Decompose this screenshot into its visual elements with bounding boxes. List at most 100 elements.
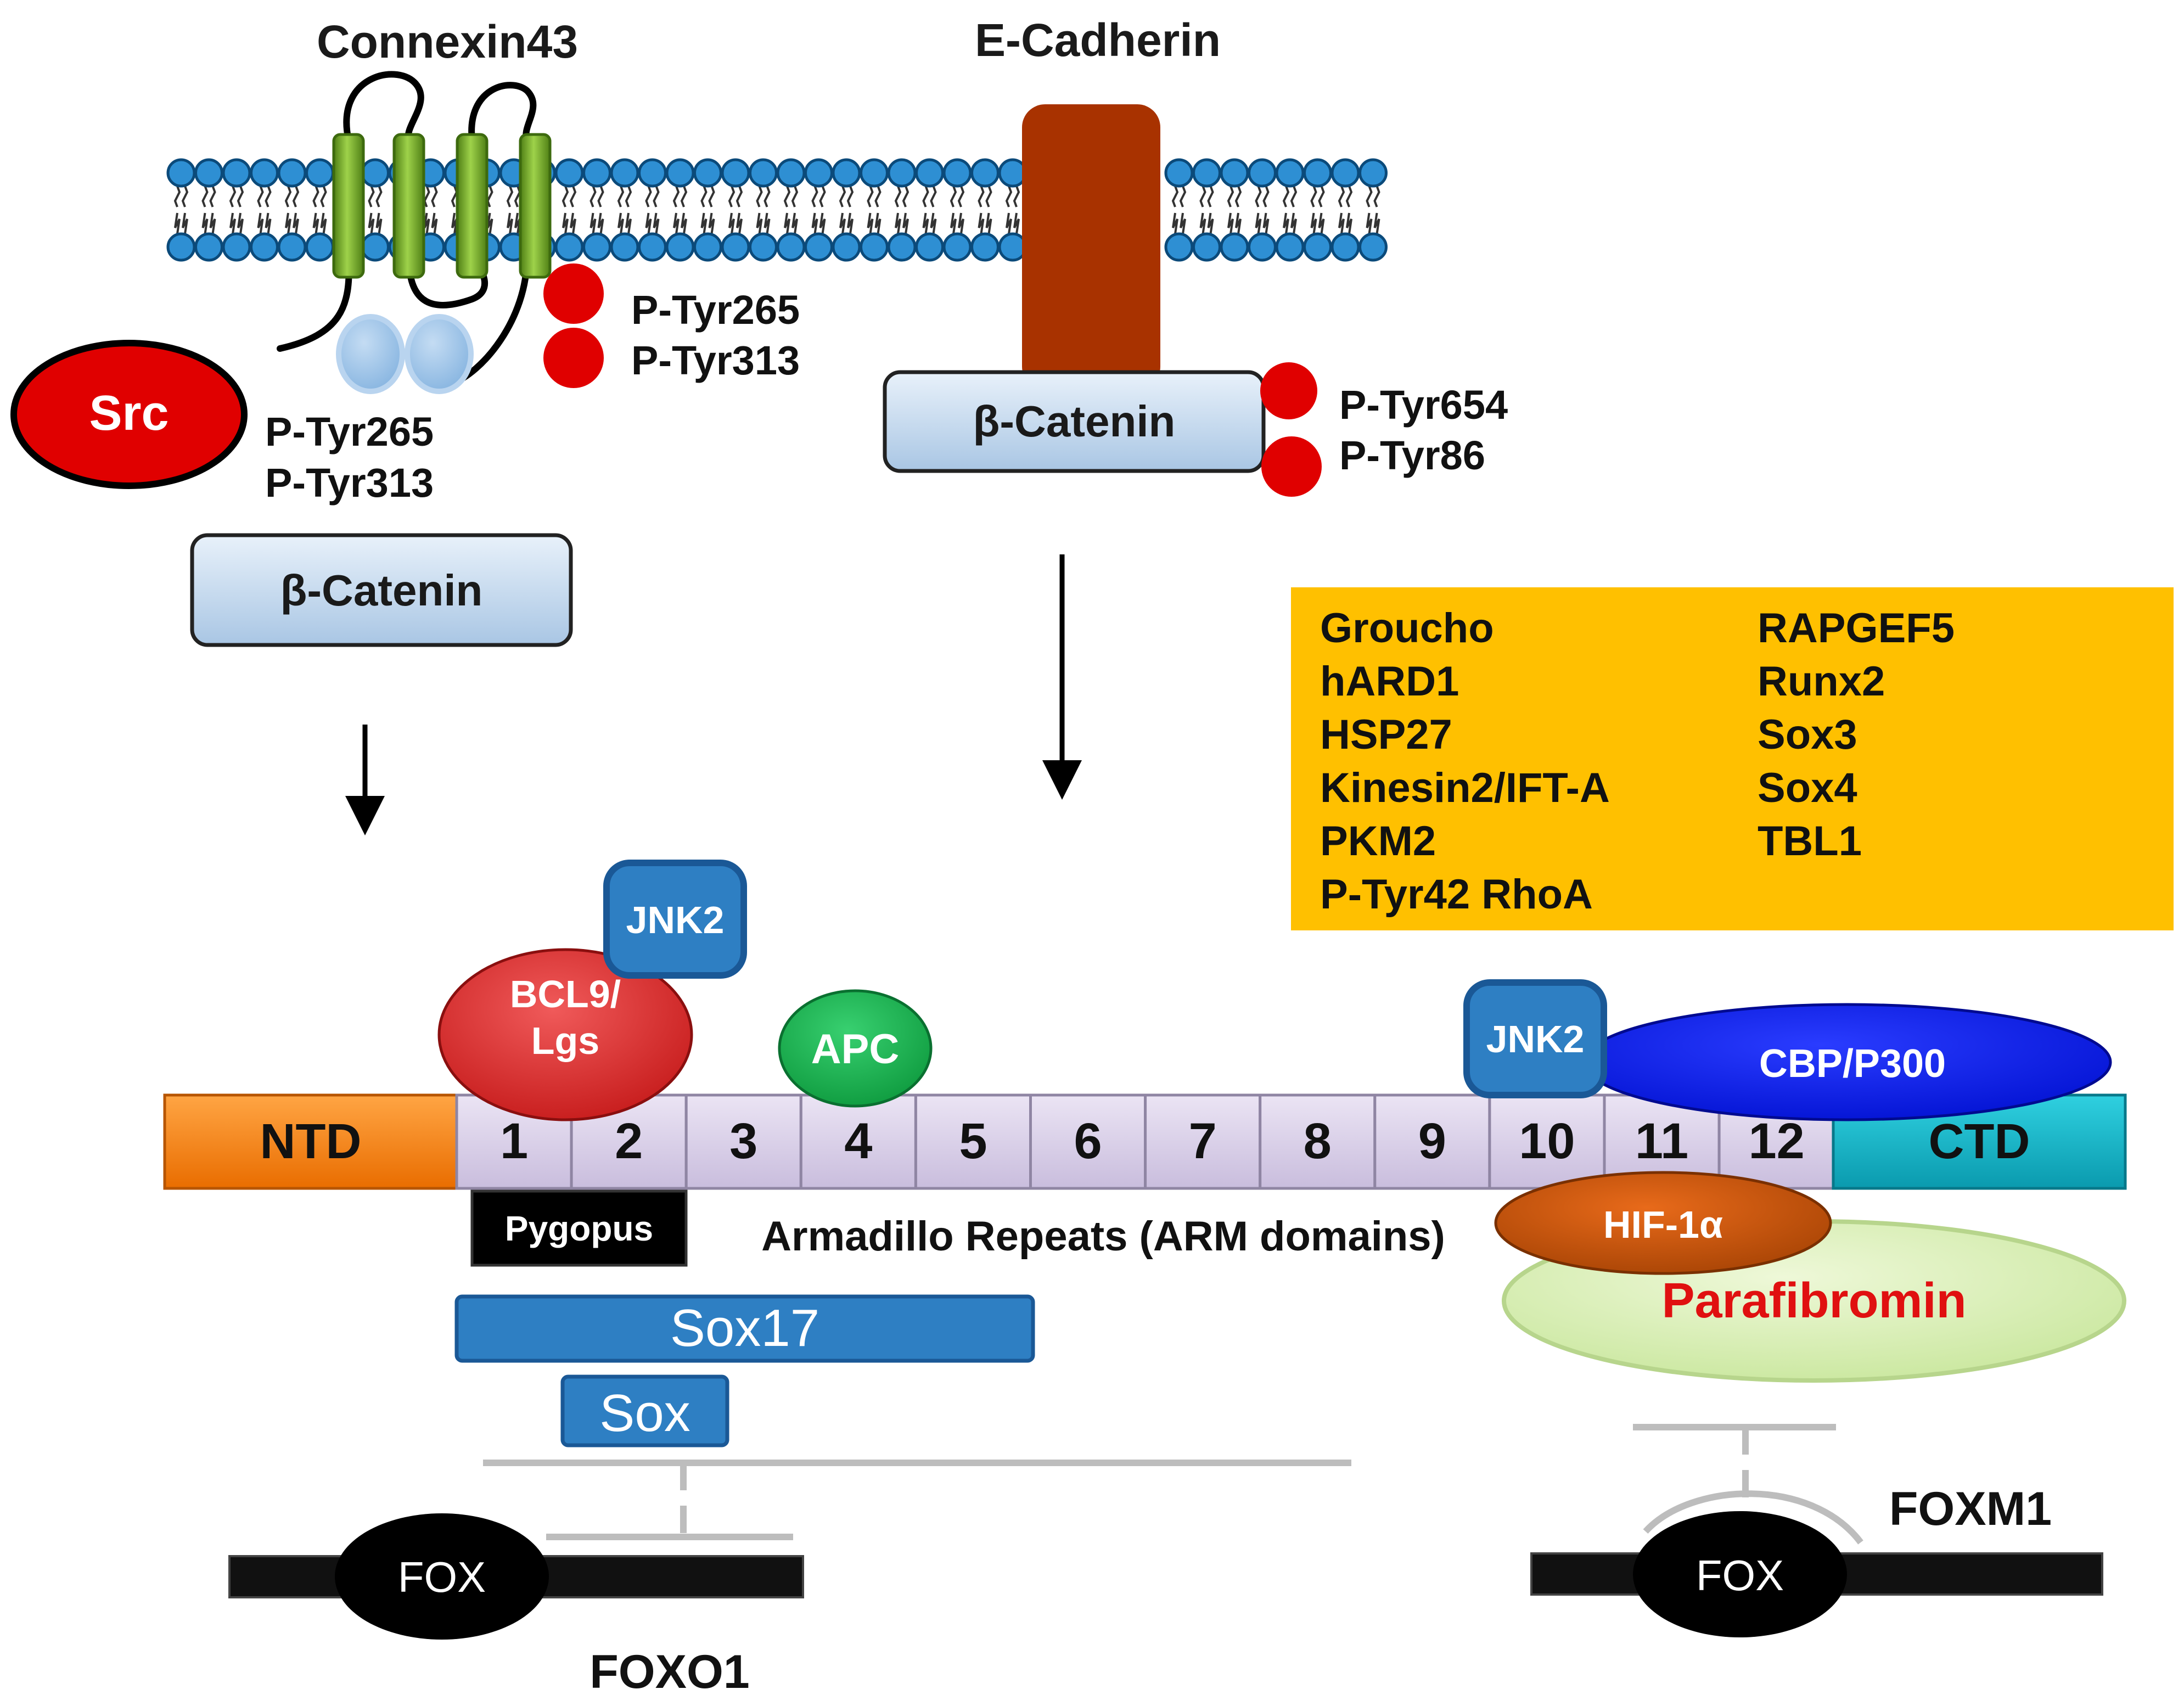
- lipid-head: [860, 232, 889, 262]
- lipid-head: [1164, 158, 1194, 188]
- partner-pkm2: PKM2: [1320, 818, 1436, 865]
- lipid-tail: [672, 186, 680, 207]
- ntd-label: NTD: [260, 1114, 362, 1169]
- lipid-tail: [589, 212, 597, 234]
- lipid-tail: [1006, 212, 1012, 234]
- apc: [778, 989, 933, 1108]
- lipid-tail: [312, 212, 319, 234]
- lipid-tail: [237, 186, 244, 207]
- connexin43-label: Connexin43: [317, 16, 578, 68]
- lipid-tail: [1345, 186, 1353, 207]
- phospho-dot-cadherin-2: [1261, 436, 1322, 497]
- lipid-tail: [182, 212, 188, 234]
- arm-repeat-label-6: 6: [1074, 1113, 1102, 1169]
- arm-repeat-label-4: 4: [844, 1113, 872, 1169]
- lipid-tail: [645, 186, 652, 207]
- lipid-tail: [562, 212, 569, 234]
- src-kinase: [10, 340, 248, 489]
- arm-repeat-label-7: 7: [1189, 1113, 1217, 1169]
- beta-catenin-middle-label: β-Catenin: [973, 397, 1176, 446]
- lipid-head: [998, 158, 1028, 188]
- lipid-tail: [673, 212, 680, 234]
- lipid-tail: [201, 186, 209, 207]
- lipid-head: [222, 158, 251, 188]
- lipid-head: [166, 232, 196, 262]
- lipid-head: [250, 158, 279, 188]
- lipid-tail: [201, 212, 209, 234]
- interaction-partner-box: [1291, 587, 2174, 930]
- partner-groucho: Groucho: [1320, 605, 1494, 652]
- lipid-tail: [756, 212, 763, 234]
- lipid-tail: [368, 212, 375, 234]
- partner-kinesin2: Kinesin2/IFT-A: [1320, 765, 1610, 811]
- lipid-tail: [1255, 212, 1262, 234]
- arm-repeat-label-1: 1: [500, 1113, 528, 1169]
- lipid-tail: [930, 212, 937, 234]
- connexin-vesicles: [336, 314, 474, 394]
- arm-repeat-label-9: 9: [1418, 1113, 1446, 1169]
- ecadherin-label: E-Cadherin: [975, 14, 1221, 66]
- lipid-tail: [257, 212, 264, 234]
- sox17-label: Sox17: [670, 1299, 819, 1357]
- lipid-head: [915, 232, 944, 262]
- jnk2-right-label: JNK2: [1486, 1018, 1585, 1060]
- lipid-tail: [589, 186, 597, 207]
- lipid-tail: [1199, 186, 1206, 207]
- lipid-tail: [562, 186, 569, 207]
- partner-rhoa: P-Tyr42 RhoA: [1320, 871, 1593, 918]
- lipid-tail: [894, 186, 902, 207]
- lipid-head: [749, 232, 778, 262]
- foxm1-label: FOXM1: [1889, 1483, 2052, 1535]
- lipid-tail: [783, 186, 791, 207]
- lipid-tail: [985, 212, 992, 234]
- lipid-tail: [1290, 212, 1297, 234]
- lipid-tail: [375, 212, 383, 234]
- lipid-tail: [451, 212, 458, 234]
- lipid-tail: [839, 212, 846, 234]
- lipid-tail: [1366, 212, 1373, 234]
- partner-sox4: Sox4: [1758, 765, 1857, 811]
- foxo1-fox-site: [335, 1513, 549, 1640]
- lipid-tail: [1290, 186, 1298, 207]
- lipid-tail: [617, 212, 624, 234]
- lipid-tail: [874, 186, 882, 207]
- lipid-head: [887, 158, 917, 188]
- arm-repeat-label-10: 10: [1519, 1113, 1575, 1169]
- lipid-tail: [285, 212, 291, 234]
- lipid-tail: [708, 212, 715, 234]
- hif-1a: [1494, 1171, 1832, 1275]
- lipid-tail: [569, 186, 577, 207]
- lipid-tail: [839, 186, 846, 207]
- lipid-tail: [1227, 186, 1234, 207]
- lipid-tail: [265, 212, 272, 234]
- lipid-tail: [237, 212, 244, 234]
- lipid-head: [554, 158, 584, 188]
- partner-runx2: Runx2: [1758, 658, 1885, 705]
- lipid-tail: [514, 212, 521, 234]
- lipid-head: [942, 158, 972, 188]
- lipid-tail: [431, 212, 438, 234]
- jnk2-left-label: JNK2: [626, 899, 725, 941]
- lipid-head: [638, 158, 667, 188]
- lipid-head: [1248, 158, 1277, 188]
- lipid-tail: [728, 186, 736, 207]
- lipid-tail: [312, 186, 319, 207]
- lipid-tail: [1338, 186, 1345, 207]
- partner-sox3: Sox3: [1758, 711, 1857, 758]
- lipid-head: [638, 232, 667, 262]
- lipid-tail: [1199, 212, 1206, 234]
- lipid-tail: [265, 186, 272, 207]
- lipid-tail: [507, 212, 513, 234]
- sox17: [454, 1294, 1035, 1363]
- lipid-tail: [985, 186, 992, 207]
- lipid-tail: [173, 186, 181, 207]
- lipid-tail: [958, 212, 964, 234]
- lipid-tail: [431, 186, 438, 207]
- lipid-head: [832, 158, 861, 188]
- lipid-tail: [950, 212, 957, 234]
- foxo1-label: FOXO1: [589, 1646, 750, 1698]
- phospho-connexin-tyr313: P-Tyr313: [631, 338, 800, 383]
- lipid-tail: [284, 186, 292, 207]
- lipid-tail: [756, 186, 763, 207]
- lipid-tail: [320, 212, 327, 234]
